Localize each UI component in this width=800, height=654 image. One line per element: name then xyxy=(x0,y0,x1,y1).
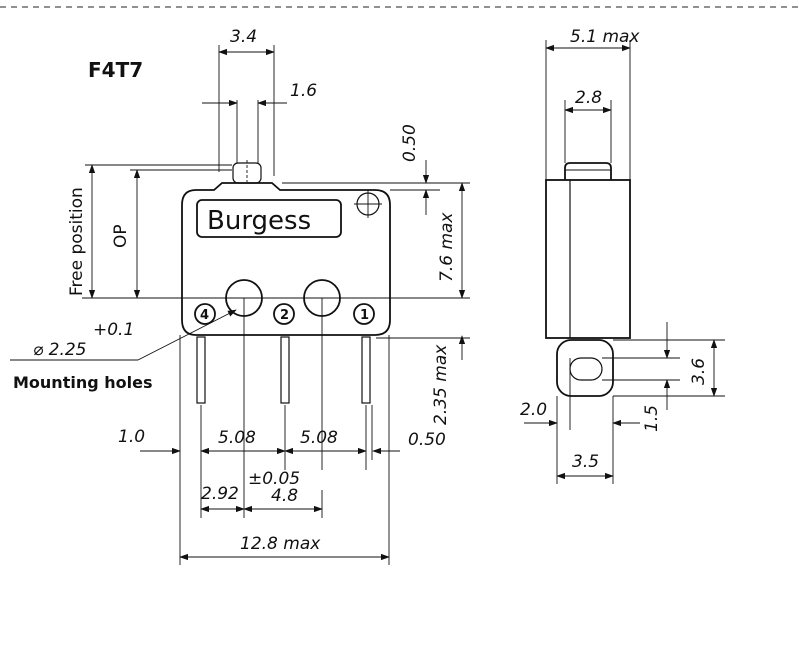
svg-text:Free position: Free position xyxy=(67,187,87,296)
pin-number-4: 4 xyxy=(194,303,216,325)
svg-text:5.1 max: 5.1 max xyxy=(570,27,640,47)
dim-body-width: 12.8 max xyxy=(179,534,390,561)
svg-text:4: 4 xyxy=(200,308,209,323)
dim-terminal-offset-right: 0.50 xyxy=(372,430,446,455)
dim-terminal-length: 2.35 max xyxy=(431,335,466,425)
svg-text:2.0: 2.0 xyxy=(520,400,547,420)
svg-text:Mounting holes: Mounting holes xyxy=(13,373,152,392)
svg-text:1.0: 1.0 xyxy=(118,427,145,447)
model-title: F4T7 xyxy=(88,58,143,82)
pin-number-2: 2 xyxy=(273,303,295,325)
dim-slot-offset: 1.5 xyxy=(642,322,671,432)
dim-hole-edge: 2.92 xyxy=(200,484,245,513)
svg-text:4.8: 4.8 xyxy=(271,486,298,506)
dim-terminal-offset: 2.0 xyxy=(520,400,640,427)
dim-terminal-height: 3.6 xyxy=(689,339,718,397)
dim-actuator-offset: 1.6 xyxy=(202,81,317,107)
svg-text:OP: OP xyxy=(111,224,131,248)
dim-actuator-travel: 0.50 xyxy=(400,124,430,215)
svg-text:0.50: 0.50 xyxy=(400,124,420,162)
brand-label: Burgess xyxy=(207,206,311,236)
dim-actuator-depth: 2.8 xyxy=(564,88,612,114)
dim-terminal-offset-left: 1.0 xyxy=(118,427,181,455)
terminals xyxy=(196,336,371,404)
dim-pitch-2: 5.08 xyxy=(284,428,367,455)
tolerance-label: ±0.05 xyxy=(248,469,300,489)
svg-text:1.6: 1.6 xyxy=(290,81,317,101)
side-view-body xyxy=(545,162,631,484)
dim-actuator-width: 3.4 xyxy=(218,27,275,100)
svg-text:3.4: 3.4 xyxy=(230,27,257,47)
svg-text:5.08: 5.08 xyxy=(218,428,256,448)
svg-text:2.92: 2.92 xyxy=(201,484,239,504)
svg-text:1: 1 xyxy=(360,308,369,323)
svg-text:5.08: 5.08 xyxy=(300,428,338,448)
svg-text:0.50: 0.50 xyxy=(408,430,446,450)
side-extension-lines xyxy=(545,40,725,397)
dim-op: OP xyxy=(111,169,141,299)
svg-text:⌀ 2.25: ⌀ 2.25 xyxy=(33,340,87,360)
svg-text:12.8 max: 12.8 max xyxy=(240,534,321,554)
front-extension-lines xyxy=(82,164,470,565)
svg-text:1.5: 1.5 xyxy=(642,405,662,432)
svg-text:3.6: 3.6 xyxy=(689,358,709,385)
dim-hole-pitch: 4.8 xyxy=(243,486,323,518)
actuator-plunger xyxy=(218,100,275,184)
dim-body-depth: 5.1 max xyxy=(545,27,640,52)
svg-text:2: 2 xyxy=(280,308,289,323)
svg-text:+0.1: +0.1 xyxy=(93,320,134,340)
dim-terminal-width: 3.5 xyxy=(556,452,614,480)
svg-text:3.5: 3.5 xyxy=(572,452,599,472)
svg-text:7.6 max: 7.6 max xyxy=(437,212,457,282)
svg-text:2.35 max: 2.35 max xyxy=(431,344,451,425)
svg-text:2.8: 2.8 xyxy=(575,88,602,108)
mounting-holes-callout: ⌀ 2.25 +0.1 Mounting holes xyxy=(10,309,237,392)
dim-pitch-1: 5.08 xyxy=(200,428,286,455)
dim-body-height: 7.6 max xyxy=(437,182,466,299)
dim-free-position: Free position xyxy=(67,164,96,299)
pin-number-1: 1 xyxy=(353,303,375,325)
